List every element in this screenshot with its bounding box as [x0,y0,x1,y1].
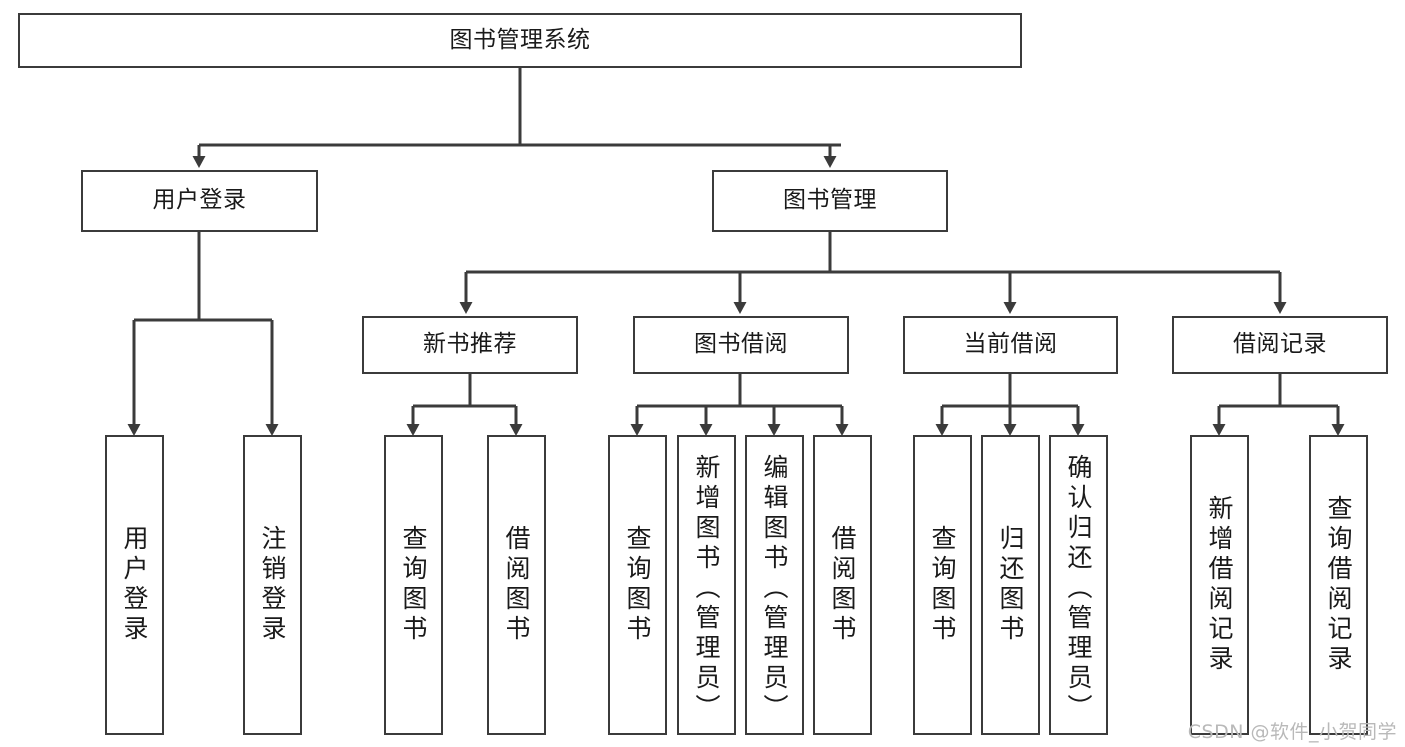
node-root-system[interactable]: 图书管理系统 [18,13,1022,68]
node-leaf-add-book[interactable]: 新增图书（管理员） [677,435,736,735]
node-user-login[interactable]: 用户登录 [81,170,318,232]
node-label: 用户登录 [120,525,149,645]
node-label: 图书借阅 [694,331,788,358]
node-label: 借阅图书 [828,525,857,645]
node-leaf-add-borrow-record[interactable]: 新增借阅记录 [1190,435,1249,735]
node-leaf-logout[interactable]: 注销登录 [243,435,302,735]
node-label: 新增图书（管理员） [692,454,721,724]
node-leaf-confirm-return[interactable]: 确认归还（管理员） [1049,435,1108,735]
node-label: 编辑图书（管理员） [760,454,789,724]
node-label: 图书管理 [783,187,877,214]
node-label: 查询图书 [623,525,652,645]
node-label: 查询借阅记录 [1324,495,1353,675]
node-label: 注销登录 [258,525,287,645]
node-label: 确认归还（管理员） [1064,454,1093,724]
node-borrowing-records[interactable]: 借阅记录 [1172,316,1388,374]
node-label: 借阅记录 [1233,331,1327,358]
node-leaf-query-borrow-record[interactable]: 查询借阅记录 [1309,435,1368,735]
node-leaf-edit-book[interactable]: 编辑图书（管理员） [745,435,804,735]
node-leaf-return-book[interactable]: 归还图书 [981,435,1040,735]
node-current-borrowing[interactable]: 当前借阅 [903,316,1118,374]
node-label: 借阅图书 [502,525,531,645]
node-leaf-borrow-book[interactable]: 借阅图书 [813,435,872,735]
node-label: 查询图书 [399,525,428,645]
node-label: 新书推荐 [423,331,517,358]
node-label: 图书管理系统 [449,26,591,53]
node-leaf-user-login[interactable]: 用户登录 [105,435,164,735]
node-book-borrowing[interactable]: 图书借阅 [633,316,849,374]
node-leaf-borrow-book-recommend[interactable]: 借阅图书 [487,435,546,735]
node-leaf-query-book-borrow[interactable]: 查询图书 [608,435,667,735]
node-new-book-recommendation[interactable]: 新书推荐 [362,316,578,374]
node-book-management[interactable]: 图书管理 [712,170,948,232]
node-label: 新增借阅记录 [1205,495,1234,675]
node-label: 用户登录 [152,187,247,214]
node-label: 查询图书 [928,525,957,645]
node-label: 归还图书 [996,525,1025,645]
csdn-watermark: CSDN @软件_小贺同学 [1187,721,1397,743]
node-label: 当前借阅 [963,331,1058,358]
node-leaf-query-book-current[interactable]: 查询图书 [913,435,972,735]
node-leaf-query-book-recommend[interactable]: 查询图书 [384,435,443,735]
